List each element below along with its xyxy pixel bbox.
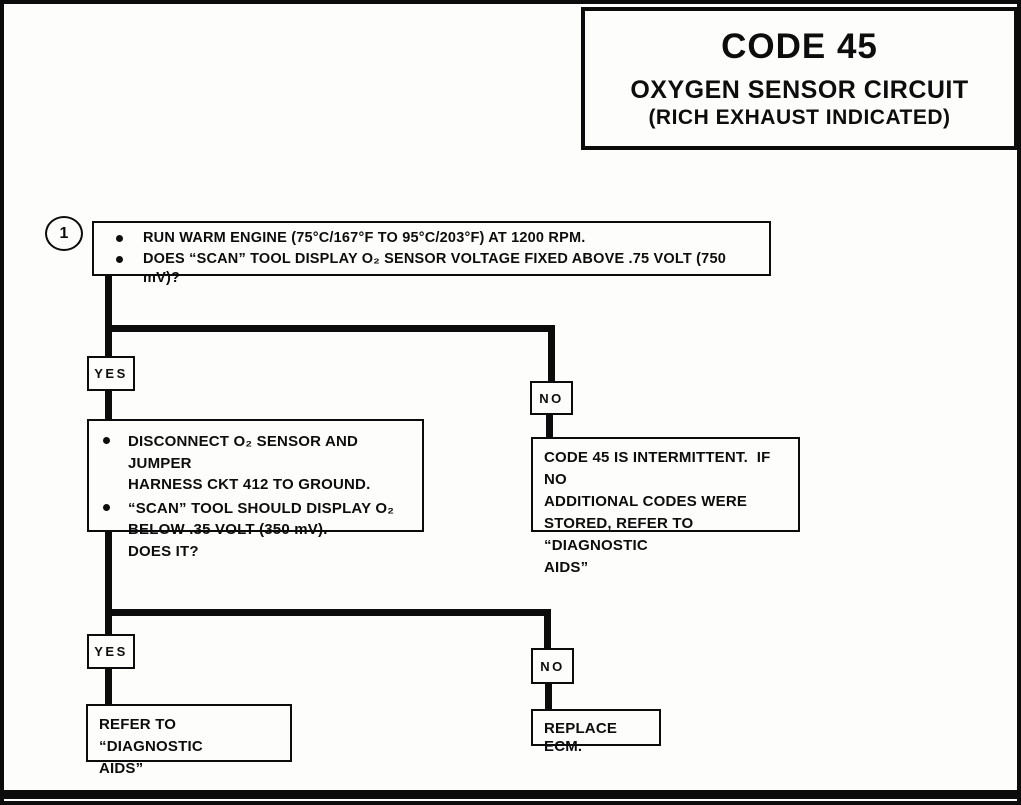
connector-branch1-no-down (548, 325, 555, 383)
step1-bullet-1: RUN WARM ENGINE (75°C/167°F TO 95°C/203°… (108, 229, 761, 248)
title-box: CODE 45 OXYGEN SENSOR CIRCUIT (RICH EXHA… (581, 7, 1017, 150)
refer-diagnostic-aids-text: REFER TO “DIAGNOSTIC AIDS” (99, 716, 203, 777)
step-1-marker: 1 (45, 216, 83, 251)
branch2-yes-label: YES (87, 634, 135, 669)
step1-bullet-2-text: DOES “SCAN” TOOL DISPLAY O₂ SENSOR VOLTA… (143, 251, 731, 286)
step1-test-box: RUN WARM ENGINE (75°C/167°F TO 95°C/203°… (92, 221, 771, 286)
code-number-title: CODE 45 (721, 27, 878, 66)
step2-bullet-1: DISCONNECT O₂ SENSOR AND JUMPER HARNESS … (95, 431, 414, 496)
step2-bullet-1-text: DISCONNECT O₂ SENSOR AND JUMPER HARNESS … (128, 433, 371, 493)
step2-bullet-2-text: “SCAN” TOOL SHOULD DISPLAY O₂ BELOW .35 … (128, 499, 395, 560)
connector-step1-down (105, 274, 112, 358)
intermittent-result-box: CODE 45 IS INTERMITTENT. IF NO ADDITIONA… (531, 437, 800, 576)
replace-ecm-box: REPLACE ECM. (531, 709, 661, 755)
circuit-condition-subtitle: (RICH EXHAUST INDICATED) (648, 106, 951, 129)
step1-bullet-2: DOES “SCAN” TOOL DISPLAY O₂ SENSOR VOLTA… (108, 250, 761, 288)
connector-branch2-horizontal (105, 609, 551, 616)
refer-diagnostic-aids-box: REFER TO “DIAGNOSTIC AIDS” (86, 704, 292, 777)
page-bottom-rule (4, 790, 1017, 799)
connector-branch2-no-down (544, 609, 551, 650)
bullet-icon (116, 235, 123, 242)
branch1-no-label: NO (530, 381, 573, 415)
connector-yes2-to-refer (105, 668, 112, 706)
branch2-no-label: NO (531, 648, 574, 684)
branch1-yes-label: YES (87, 356, 135, 391)
bullet-icon (116, 256, 123, 263)
step2-test-box: DISCONNECT O₂ SENSOR AND JUMPER HARNESS … (87, 419, 424, 560)
circuit-title: OXYGEN SENSOR CIRCUIT (630, 76, 969, 104)
bullet-icon (103, 437, 110, 444)
connector-step2-down (105, 531, 112, 635)
connector-yes1-to-step2 (105, 390, 112, 421)
replace-ecm-text: REPLACE ECM. (544, 720, 622, 755)
step2-bullet-2: “SCAN” TOOL SHOULD DISPLAY O₂ BELOW .35 … (95, 498, 414, 563)
connector-no2-to-ecm (545, 683, 552, 711)
step1-bullet-1-text: RUN WARM ENGINE (75°C/167°F TO 95°C/203°… (143, 230, 586, 246)
connector-no1-to-info (546, 414, 553, 438)
bullet-icon (103, 503, 110, 511)
intermittent-result-text: CODE 45 IS INTERMITTENT. IF NO ADDITIONA… (544, 449, 771, 576)
connector-branch1-horizontal (105, 325, 555, 332)
